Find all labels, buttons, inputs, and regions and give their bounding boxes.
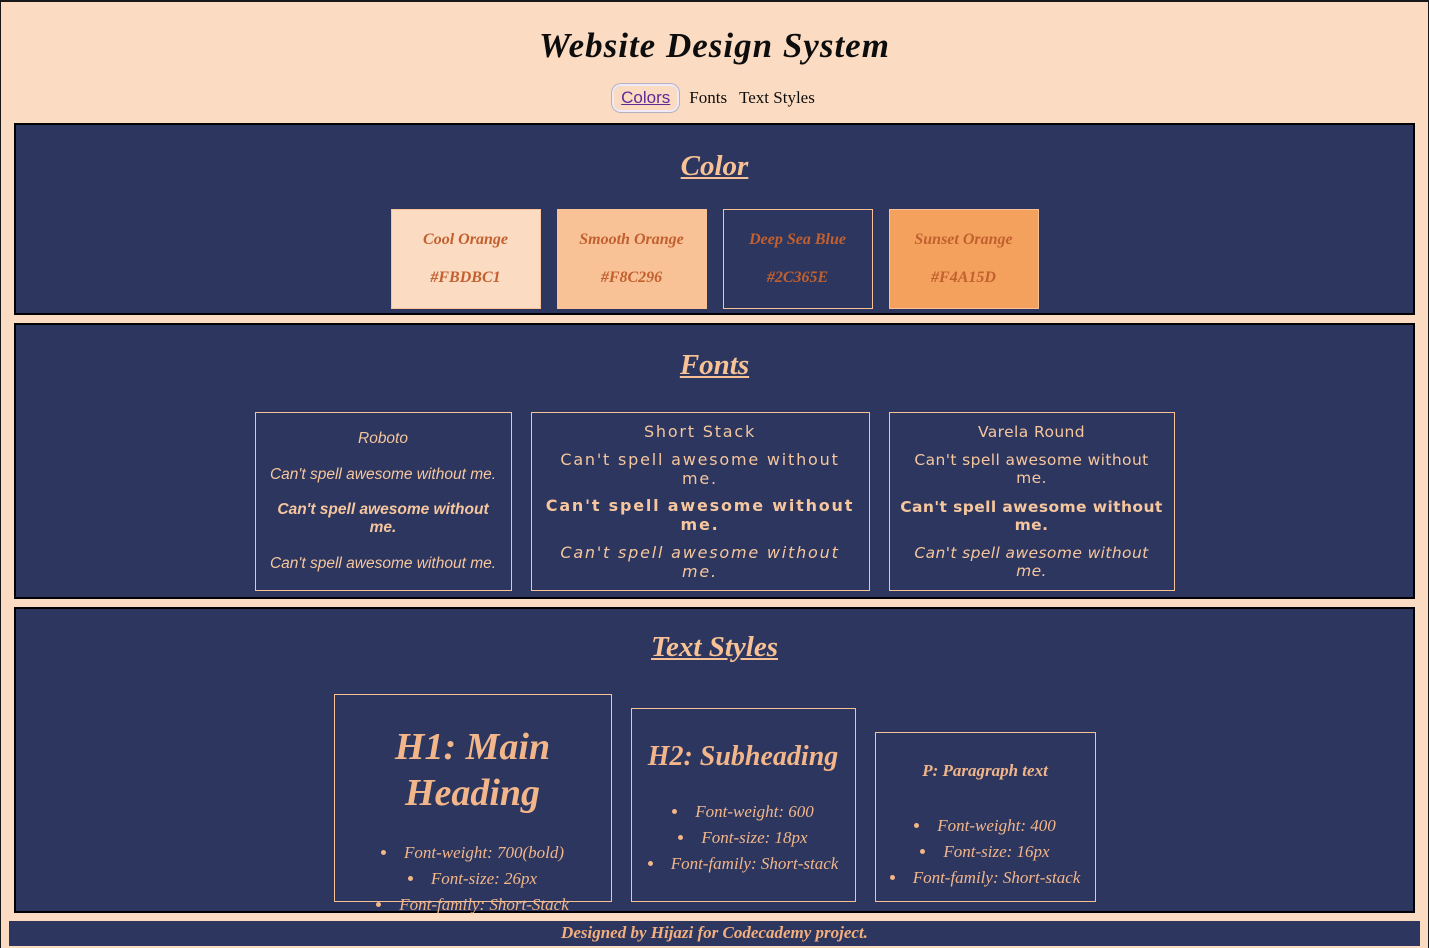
nav-link-colors[interactable]: Colors bbox=[614, 86, 677, 110]
swatch-hex: #F4A15D bbox=[931, 269, 996, 287]
fonts-section-heading: Fonts bbox=[679, 349, 750, 381]
swatch-name: Sunset Orange bbox=[914, 230, 1013, 248]
color-swatch-cool-orange: Cool Orange #FBDBC1 bbox=[390, 209, 541, 309]
font-card-varela-round: Varela Round Can't spell awesome without… bbox=[888, 412, 1175, 591]
font-sample-bold: Can't spell awesome without me. bbox=[277, 501, 489, 537]
font-card-title: Short Stack bbox=[643, 421, 757, 441]
color-swatch-smooth-orange: Smooth Orange #F8C296 bbox=[556, 209, 707, 309]
text-styles-section: Text Styles H1: Main Heading Font-weight… bbox=[14, 607, 1415, 914]
color-swatch-sunset-orange: Sunset Orange #F4A15D bbox=[888, 209, 1039, 309]
font-card-title: Roboto bbox=[358, 430, 408, 448]
spec-font-size: Font-size: 26px bbox=[376, 866, 569, 892]
text-styles-section-heading: Text Styles bbox=[650, 631, 778, 663]
text-style-card-h2: H2: Subheading Font-weight: 600 Font-siz… bbox=[630, 708, 856, 902]
spec-font-size: Font-size: 16px bbox=[890, 839, 1081, 865]
font-card-short-stack: Short Stack Can't spell awesome without … bbox=[530, 412, 870, 591]
text-style-spec-list: Font-weight: 700(bold) Font-size: 26px F… bbox=[376, 840, 569, 918]
spec-font-weight: Font-weight: 600 bbox=[648, 799, 839, 825]
font-sample-regular: Can't spell awesome without me. bbox=[914, 451, 1149, 488]
text-style-card-p: P: Paragraph text Font-weight: 400 Font-… bbox=[874, 732, 1096, 902]
colors-section-heading: Color bbox=[680, 150, 749, 182]
text-style-title: H2: Subheading bbox=[647, 741, 839, 772]
page-title: Website Design System bbox=[539, 26, 890, 65]
font-sample-regular: Can't spell awesome without me. bbox=[560, 449, 840, 488]
font-sample-regular: Can't spell awesome without me. bbox=[269, 465, 497, 483]
color-swatch-deep-sea-blue: Deep Sea Blue #2C365E bbox=[722, 209, 873, 309]
spec-font-family: Font-family: Short-stack bbox=[890, 865, 1081, 891]
text-styles-row: H1: Main Heading Font-weight: 700(bold) … bbox=[16, 694, 1413, 914]
spec-font-family: Font-family: Short-Stack bbox=[376, 892, 569, 918]
font-sample-bold: Can't spell awesome without me. bbox=[900, 497, 1163, 534]
main-nav: Colors Fonts Text Styles bbox=[1, 86, 1428, 110]
text-style-title: P: Paragraph text bbox=[922, 761, 1048, 780]
font-card-roboto: Roboto Can't spell awesome without me. C… bbox=[254, 412, 512, 591]
swatch-hex: #2C365E bbox=[766, 269, 829, 287]
spec-font-weight: Font-weight: 700(bold) bbox=[376, 840, 569, 866]
text-style-spec-list: Font-weight: 600 Font-size: 18px Font-fa… bbox=[648, 799, 839, 877]
spec-font-family: Font-family: Short-stack bbox=[648, 851, 839, 877]
text-style-title: H1: Main Heading bbox=[394, 726, 551, 814]
spec-font-size: Font-size: 18px bbox=[648, 825, 839, 851]
nav-link-text-styles[interactable]: Text Styles bbox=[739, 88, 815, 107]
swatch-name: Deep Sea Blue bbox=[749, 230, 846, 248]
swatch-row: Cool Orange #FBDBC1 Smooth Orange #F8C29… bbox=[16, 209, 1413, 309]
fonts-section: Fonts Roboto Can't spell awesome without… bbox=[14, 323, 1415, 599]
spec-font-weight: Font-weight: 400 bbox=[890, 813, 1081, 839]
swatch-hex: #F8C296 bbox=[600, 269, 663, 287]
text-style-card-h1: H1: Main Heading Font-weight: 700(bold) … bbox=[333, 694, 612, 914]
swatch-name: Cool Orange bbox=[423, 230, 508, 248]
font-sample-italic: Can't spell awesome without me. bbox=[269, 554, 497, 572]
colors-section: Color Cool Orange #FBDBC1 Smooth Orange … bbox=[14, 123, 1415, 315]
page-footer: Designed by Hijazi for Codecademy projec… bbox=[9, 921, 1420, 946]
nav-link-fonts[interactable]: Fonts bbox=[689, 88, 728, 107]
swatch-name: Smooth Orange bbox=[579, 230, 684, 248]
font-sample-bold: Can't spell awesome without me. bbox=[545, 496, 855, 535]
font-sample-italic: Can't spell awesome without me. bbox=[914, 543, 1149, 580]
font-sample-italic: Can't spell awesome without me. bbox=[560, 543, 840, 582]
swatch-hex: #FBDBC1 bbox=[430, 269, 501, 287]
font-card-title: Varela Round bbox=[977, 423, 1086, 442]
text-style-spec-list: Font-weight: 400 Font-size: 16px Font-fa… bbox=[890, 813, 1081, 891]
page-header: Website Design System Colors Fonts Text … bbox=[1, 26, 1428, 110]
fonts-row: Roboto Can't spell awesome without me. C… bbox=[16, 412, 1413, 591]
